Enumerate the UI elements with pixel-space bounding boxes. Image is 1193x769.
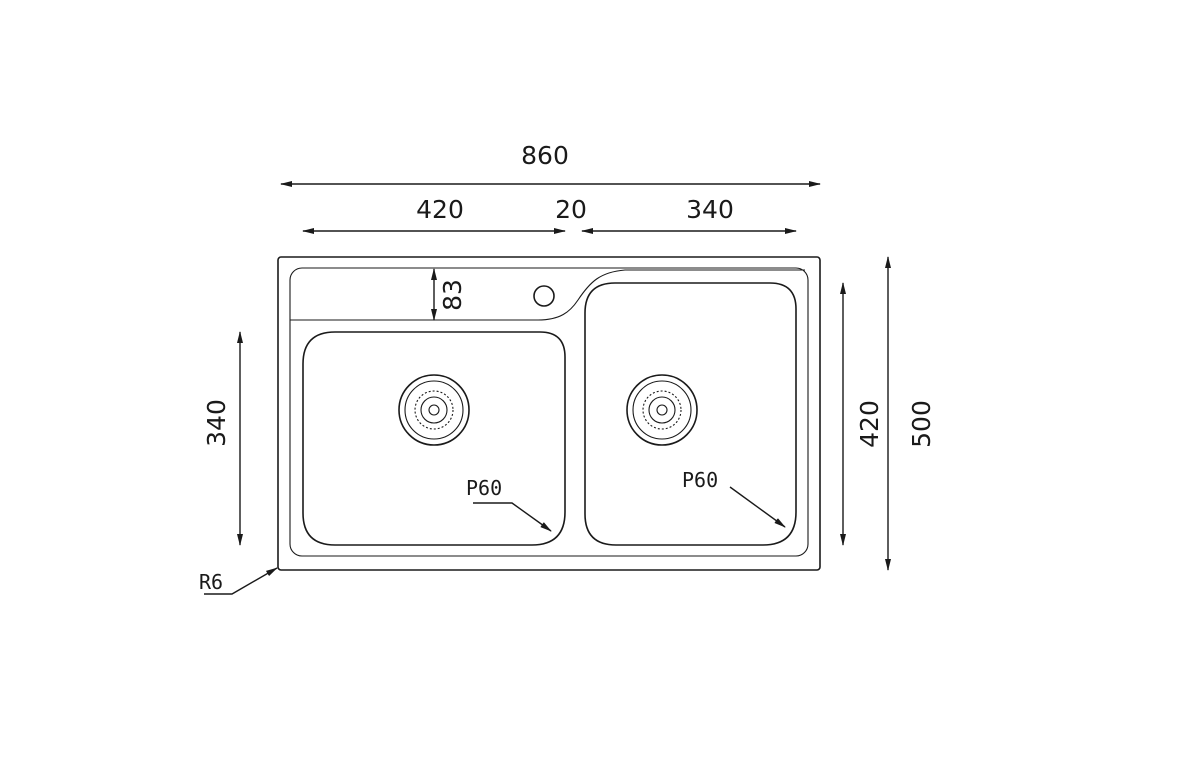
left-bowl-outline (302, 331, 566, 546)
dim-label-right-bowl-depth: 420 (855, 400, 884, 448)
dim-label-overall-width: 860 (521, 141, 569, 170)
right-bowl-outline (584, 282, 797, 546)
note-corner-radius: R6 (199, 570, 223, 594)
note-right-bowl-radius: P60 (682, 468, 718, 492)
leader-corner-radius (204, 567, 278, 595)
tap-hole (533, 285, 555, 307)
dim-label-ledge-depth: 83 (438, 279, 467, 311)
left-drain-icon (398, 374, 470, 446)
sink-outer-rim (277, 256, 821, 571)
leader-right-bowl-radius (729, 486, 786, 528)
right-bowl (584, 282, 797, 546)
dim-label-right-bowl-width: 340 (686, 195, 734, 224)
dim-label-left-bowl-depth: 340 (202, 399, 231, 447)
dim-label-left-bowl-width: 420 (416, 195, 464, 224)
sink-inner-rim (289, 267, 809, 557)
leader-left-bowl-radius (473, 502, 552, 532)
left-bowl (302, 331, 566, 546)
dim-label-overall-depth: 500 (907, 400, 936, 448)
dim-label-gap: 20 (555, 195, 587, 224)
right-drain-icon (626, 374, 698, 446)
sink-outline (277, 256, 821, 571)
note-left-bowl-radius: P60 (466, 476, 502, 500)
ledge-edge (290, 269, 805, 321)
